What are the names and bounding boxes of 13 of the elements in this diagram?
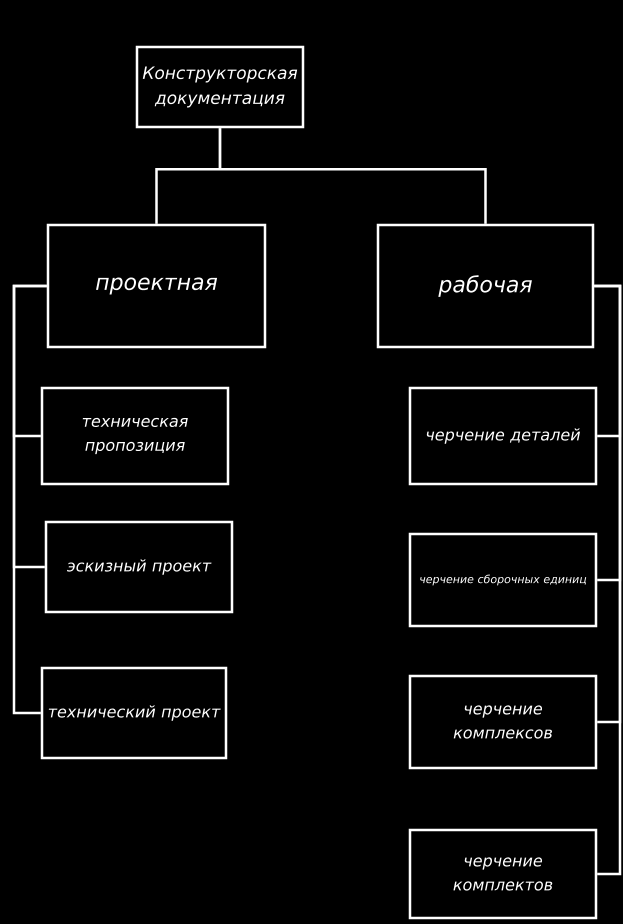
box: черчение сборочных единиц (408, 532, 598, 628)
box: эскизный проект (44, 520, 234, 614)
box: проектная (46, 224, 266, 348)
box: Конструкторская документация (136, 46, 304, 128)
box: техническая пропозиция (40, 386, 230, 486)
box: черчение комплектов (408, 828, 598, 920)
connector-line (12, 284, 47, 714)
connector-line (218, 128, 487, 224)
box: технический проект (40, 666, 228, 760)
box: черчение деталей (408, 386, 598, 486)
box: черчение комплексов (408, 674, 598, 770)
connector-line (594, 284, 622, 876)
box: рабочая (376, 224, 594, 348)
